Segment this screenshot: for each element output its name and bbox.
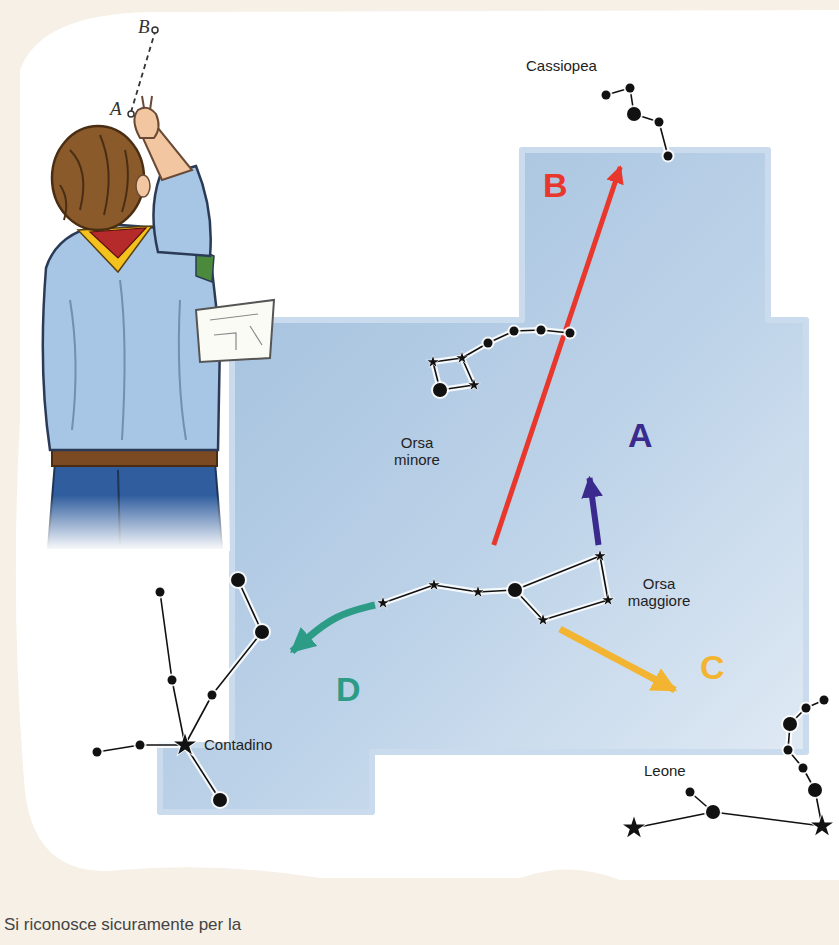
guide-arrow bbox=[590, 478, 599, 545]
constellation-name: Orsa maggiore bbox=[620, 575, 698, 610]
constellation-name: Contadino bbox=[204, 736, 272, 753]
star bbox=[134, 739, 147, 752]
scout-figure bbox=[40, 27, 274, 551]
arrow-letter: C bbox=[700, 650, 725, 684]
constellation: Orsa minore bbox=[385, 318, 600, 478]
constellation: Cassiopea bbox=[520, 55, 682, 167]
star-line bbox=[160, 592, 185, 745]
star bbox=[625, 105, 643, 123]
star-line bbox=[515, 556, 608, 620]
star-halo bbox=[634, 812, 822, 828]
star bbox=[211, 791, 229, 809]
arrow-letter: B bbox=[543, 168, 568, 202]
body-text: Si riconosce sicuramente per la bbox=[4, 915, 241, 935]
arrow-letter: D bbox=[336, 672, 361, 706]
constellation-name: Orsa minore bbox=[385, 434, 449, 469]
star bbox=[808, 811, 836, 837]
star bbox=[229, 571, 247, 589]
star bbox=[535, 324, 548, 337]
constellation: Leone bbox=[622, 690, 834, 840]
star bbox=[662, 150, 675, 163]
star bbox=[593, 548, 607, 562]
star-halo bbox=[606, 88, 668, 156]
star bbox=[171, 730, 199, 756]
constellation: Orsa maggiore bbox=[375, 545, 702, 629]
star bbox=[166, 674, 179, 687]
label-slot: A bbox=[110, 98, 122, 120]
paper-ground bbox=[16, 10, 839, 880]
star bbox=[600, 89, 613, 102]
guide-arrow bbox=[560, 629, 675, 690]
star bbox=[206, 689, 219, 702]
star bbox=[601, 592, 615, 606]
label-slot: B bbox=[138, 16, 150, 38]
star bbox=[684, 786, 697, 799]
arrow-letter-slot: A bbox=[628, 418, 653, 452]
guide-arrow bbox=[292, 605, 375, 651]
star bbox=[818, 694, 831, 707]
star bbox=[253, 623, 271, 641]
constellation: Contadino bbox=[88, 570, 292, 812]
star bbox=[467, 377, 481, 391]
star-pattern bbox=[88, 570, 292, 812]
star bbox=[704, 803, 722, 821]
star bbox=[782, 744, 795, 757]
star bbox=[620, 813, 648, 839]
arrow-letter-slot: B bbox=[543, 168, 568, 202]
star bbox=[797, 762, 810, 775]
star bbox=[506, 581, 524, 599]
sky-panel bbox=[160, 150, 806, 812]
star bbox=[624, 82, 637, 95]
star bbox=[482, 337, 495, 350]
star-line bbox=[606, 88, 668, 156]
star bbox=[455, 350, 469, 364]
point-letter: A bbox=[110, 98, 122, 120]
star-line bbox=[185, 580, 262, 745]
star-halo bbox=[515, 556, 608, 620]
star-line bbox=[634, 812, 822, 828]
label-slot: Si riconosce sicuramente per la bbox=[4, 915, 241, 935]
star bbox=[154, 586, 167, 599]
star bbox=[806, 781, 824, 799]
star bbox=[91, 746, 104, 759]
star bbox=[427, 577, 441, 591]
arrow-letter-slot: C bbox=[700, 650, 725, 684]
arrow-letter-slot: D bbox=[336, 672, 361, 706]
star bbox=[376, 595, 390, 609]
arrow-letter: A bbox=[628, 418, 653, 452]
star bbox=[800, 702, 813, 715]
star bbox=[564, 327, 577, 340]
star-line bbox=[383, 585, 515, 603]
star bbox=[781, 715, 799, 733]
constellation-name: Cassiopea bbox=[526, 57, 597, 74]
star-halo bbox=[160, 592, 185, 745]
star bbox=[431, 381, 449, 399]
star-halo bbox=[383, 585, 515, 603]
point-letter: B bbox=[138, 16, 150, 38]
star bbox=[471, 584, 485, 598]
star bbox=[653, 116, 666, 129]
star bbox=[426, 354, 440, 368]
star bbox=[536, 612, 550, 626]
guide-arrow bbox=[494, 167, 621, 545]
constellation-name: Leone bbox=[644, 762, 686, 779]
star bbox=[508, 325, 521, 338]
star-halo bbox=[185, 580, 262, 745]
